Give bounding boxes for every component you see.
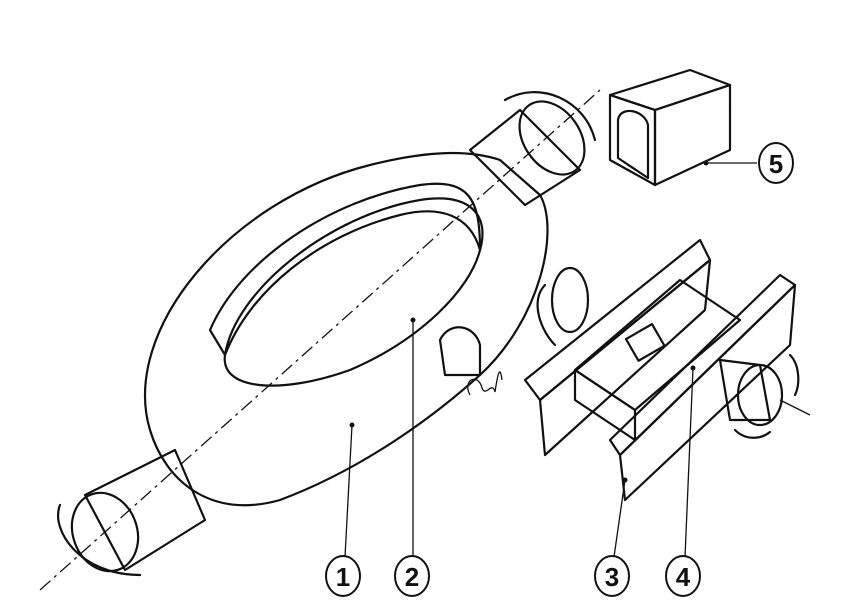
cross-trunnion-part xyxy=(523,238,811,502)
sliding-block-part xyxy=(608,68,732,187)
yoke-ring-part xyxy=(39,89,601,591)
artist-signature xyxy=(467,371,503,396)
callout-2: 2 xyxy=(394,555,430,597)
callout-1-label: 1 xyxy=(336,562,350,592)
callout-5: 5 xyxy=(758,142,794,184)
callout-3-label: 3 xyxy=(605,562,619,592)
callout-4: 4 xyxy=(665,555,701,597)
callout-1: 1 xyxy=(325,555,361,597)
callout-2-label: 2 xyxy=(405,562,419,592)
leader-lines xyxy=(344,160,757,558)
callout-5-label: 5 xyxy=(769,149,783,179)
callout-4-label: 4 xyxy=(676,562,691,592)
callout-3: 3 xyxy=(594,555,630,597)
